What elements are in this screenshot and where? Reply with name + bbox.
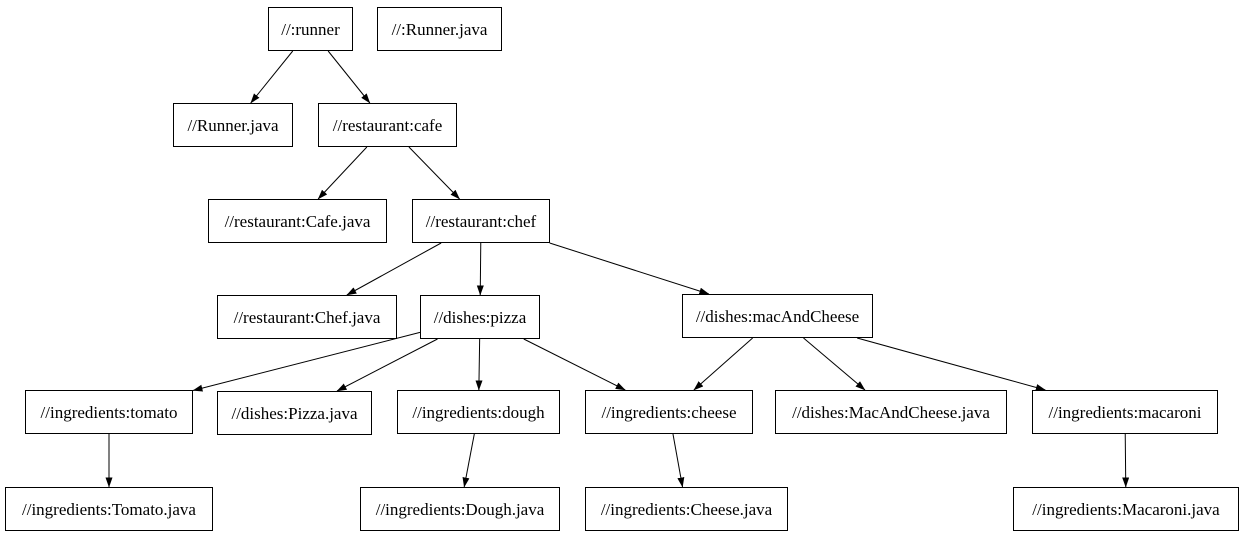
edge-mac-and-cheese-to-cheese (693, 337, 753, 391)
graph-node-label: //dishes:Pizza.java (231, 403, 358, 423)
graph-node-runner-java-root: //:Runner.java (377, 7, 502, 51)
edge-cafe-to-chef (408, 146, 460, 200)
graph-node-label: //ingredients:macaroni (1048, 402, 1202, 422)
graph-node-label: //dishes:macAndCheese (695, 306, 860, 326)
graph-node-pizza-java: //dishes:Pizza.java (217, 391, 372, 435)
graph-node-label: //restaurant:Cafe.java (224, 211, 371, 231)
graph-node-label: //ingredients:Cheese.java (600, 499, 773, 519)
edge-mac-and-cheese-to-mac-and-cheese-java (803, 337, 866, 391)
edge-runner-to-cafe (327, 50, 371, 104)
graph-node-tomato: //ingredients:tomato (25, 390, 193, 434)
edge-chef-to-pizza (476, 242, 484, 296)
graph-node-macaroni-java: //ingredients:Macaroni.java (1013, 487, 1239, 531)
edge-pizza-to-tomato (192, 331, 421, 392)
graph-node-cheese-java: //ingredients:Cheese.java (585, 487, 788, 531)
edge-pizza-to-dough (475, 338, 483, 391)
graph-node-cafe-java: //restaurant:Cafe.java (208, 199, 387, 243)
graph-node-cafe: //restaurant:cafe (318, 103, 457, 147)
graph-node-label: //ingredients:Dough.java (375, 499, 545, 519)
graph-node-label: //ingredients:Macaroni.java (1032, 499, 1220, 519)
graph-node-label: //ingredients:dough (412, 402, 545, 422)
edge-runner-to-runner-java (250, 50, 294, 104)
edge-mac-and-cheese-to-macaroni (857, 337, 1046, 391)
graph-node-runner: //:runner (268, 7, 353, 51)
graph-node-label: //ingredients:Tomato.java (22, 499, 196, 519)
graph-node-mac-and-cheese: //dishes:macAndCheese (682, 294, 873, 338)
graph-node-label: //dishes:MacAndCheese.java (792, 402, 990, 422)
edge-cheese-to-cheese-java (672, 433, 685, 488)
graph-node-label: //restaurant:Chef.java (233, 307, 381, 327)
graph-node-label: //restaurant:chef (425, 211, 537, 231)
graph-node-cheese: //ingredients:cheese (585, 390, 753, 434)
edge-pizza-to-pizza-java (336, 338, 438, 392)
graph-node-label: //dishes:pizza (433, 307, 527, 327)
graph-node-chef-java: //restaurant:Chef.java (217, 295, 397, 339)
edge-chef-to-chef-java (346, 242, 442, 296)
graph-node-label: //restaurant:cafe (332, 115, 443, 135)
edge-chef-to-mac-and-cheese (549, 242, 710, 295)
graph-node-label: //:Runner.java (391, 19, 488, 39)
edge-dough-to-dough-java (462, 433, 475, 488)
graph-node-macaroni: //ingredients:macaroni (1032, 390, 1218, 434)
graph-node-label: //ingredients:tomato (40, 402, 178, 422)
graph-node-runner-java: //Runner.java (173, 103, 293, 147)
graph-node-label: //:runner (281, 19, 340, 39)
graph-node-label: //Runner.java (187, 115, 279, 135)
graph-node-dough-java: //ingredients:Dough.java (360, 487, 560, 531)
edge-pizza-to-cheese (523, 338, 626, 391)
graph-node-label: //ingredients:cheese (601, 402, 737, 422)
graph-node-chef: //restaurant:chef (412, 199, 550, 243)
edge-cafe-to-cafe-java (317, 146, 368, 200)
edge-macaroni-to-macaroni-java (1122, 433, 1130, 488)
graph-node-mac-and-cheese-java: //dishes:MacAndCheese.java (775, 390, 1007, 434)
graph-node-tomato-java: //ingredients:Tomato.java (5, 487, 213, 531)
graph-node-dough: //ingredients:dough (397, 390, 560, 434)
graph-node-pizza: //dishes:pizza (420, 295, 540, 339)
